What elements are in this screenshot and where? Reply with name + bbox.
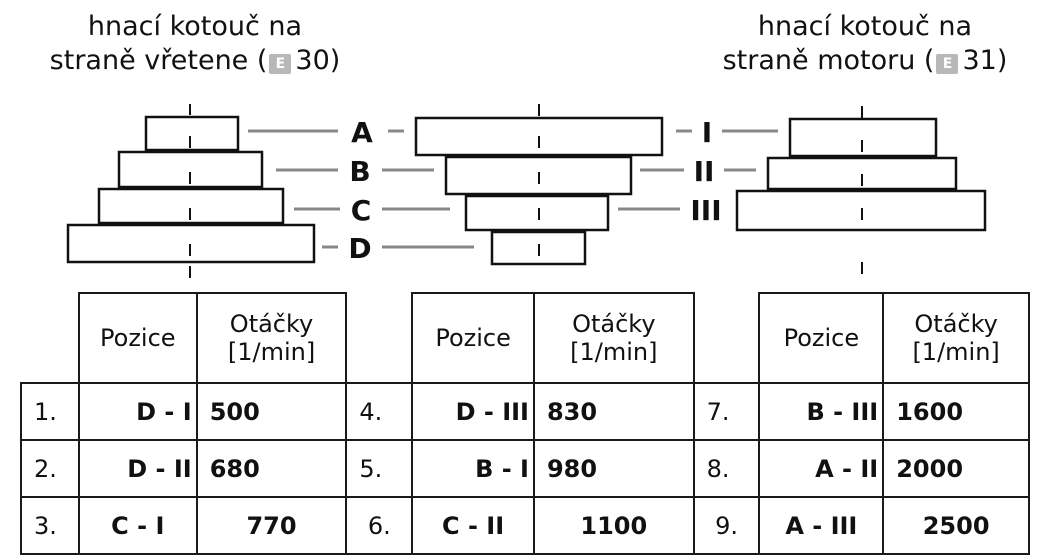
label-ii: II xyxy=(694,155,715,188)
row-number: 2. xyxy=(20,439,80,498)
position-cell: D - III xyxy=(411,382,535,441)
label-d: D xyxy=(348,232,371,265)
header-position: Pozice xyxy=(411,292,535,384)
speed-cell: 770 xyxy=(195,496,348,555)
position-cell: B - I xyxy=(411,439,535,498)
speed-cell: 1100 xyxy=(532,496,695,555)
row-number: 6. xyxy=(345,496,414,555)
speed-cell: 500 xyxy=(195,382,348,441)
row-number: 4. xyxy=(345,382,414,441)
row-number: 9. xyxy=(692,496,761,555)
caption-ref: 31) xyxy=(962,45,1008,76)
label-c: C xyxy=(351,194,372,227)
row-number: 8. xyxy=(692,439,761,498)
blank-cell xyxy=(694,293,760,383)
table-row: 1. D - I 500 4. D - III 830 7. B - III 1… xyxy=(20,382,1030,441)
spindle-step-a xyxy=(144,115,240,152)
row-number: 3. xyxy=(20,496,80,555)
position-cell: D - II xyxy=(77,439,198,498)
caption-line-1: hnací kotouč na xyxy=(757,11,973,42)
header-speed-unit: [1/min] xyxy=(570,338,658,366)
caption-ref: 30) xyxy=(295,45,341,76)
blank-cell xyxy=(21,293,79,383)
header-speed-unit: [1/min] xyxy=(912,338,1000,366)
position-cell: A - III xyxy=(758,496,885,555)
header-position: Pozice xyxy=(758,292,885,384)
speed-cell: 2500 xyxy=(882,496,1030,555)
e-reference-icon: E xyxy=(936,54,959,74)
position-cell: D - I xyxy=(77,382,198,441)
position-cell: A - II xyxy=(758,439,885,498)
row-number: 7. xyxy=(692,382,761,441)
header-speed-label: Otáčky xyxy=(914,310,998,338)
e-reference-icon: E xyxy=(269,54,292,74)
speed-table: Pozice Otáčky[1/min] Pozice Otáčky[1/min… xyxy=(20,292,1030,555)
speed-cell: 680 xyxy=(195,439,348,498)
table-row: 2. D - II 680 5. B - I 980 8. A - II 200… xyxy=(20,439,1030,498)
table-row: 3. C - I 770 6. C - II 1100 9. A - III 2… xyxy=(20,496,1030,555)
speed-cell: 980 xyxy=(532,439,695,498)
blank-cell xyxy=(346,293,412,383)
header-speed: Otáčky[1/min] xyxy=(532,292,695,384)
header-speed-label: Otáčky xyxy=(572,310,656,338)
speed-cell: 2000 xyxy=(882,439,1030,498)
row-number: 5. xyxy=(345,439,414,498)
header-position: Pozice xyxy=(77,292,198,384)
position-cell: C - I xyxy=(77,496,198,555)
label-a: A xyxy=(351,116,373,149)
pulley-diagram: A B C D I II III xyxy=(66,104,987,278)
caption-text: straně motoru ( xyxy=(722,45,935,76)
position-cell: C - II xyxy=(411,496,535,555)
label-i: I xyxy=(702,116,712,149)
header-speed: Otáčky[1/min] xyxy=(882,292,1030,384)
header-speed: Otáčky[1/min] xyxy=(195,292,348,384)
position-cell: B - III xyxy=(758,382,885,441)
label-iii: III xyxy=(690,194,721,227)
speed-cell: 830 xyxy=(532,382,695,441)
spindle-step-d xyxy=(66,223,316,264)
header-speed-label: Otáčky xyxy=(229,310,314,338)
speed-cell: 1600 xyxy=(882,382,1030,441)
caption-line-1: hnací kotouč na xyxy=(87,11,303,42)
table-header-row: Pozice Otáčky[1/min] Pozice Otáčky[1/min… xyxy=(21,292,1030,384)
header-speed-unit: [1/min] xyxy=(227,338,316,366)
belt-step-3 xyxy=(464,194,610,232)
label-b: B xyxy=(349,155,370,188)
row-number: 1. xyxy=(20,382,80,441)
caption-text: straně vřetene ( xyxy=(49,45,268,76)
